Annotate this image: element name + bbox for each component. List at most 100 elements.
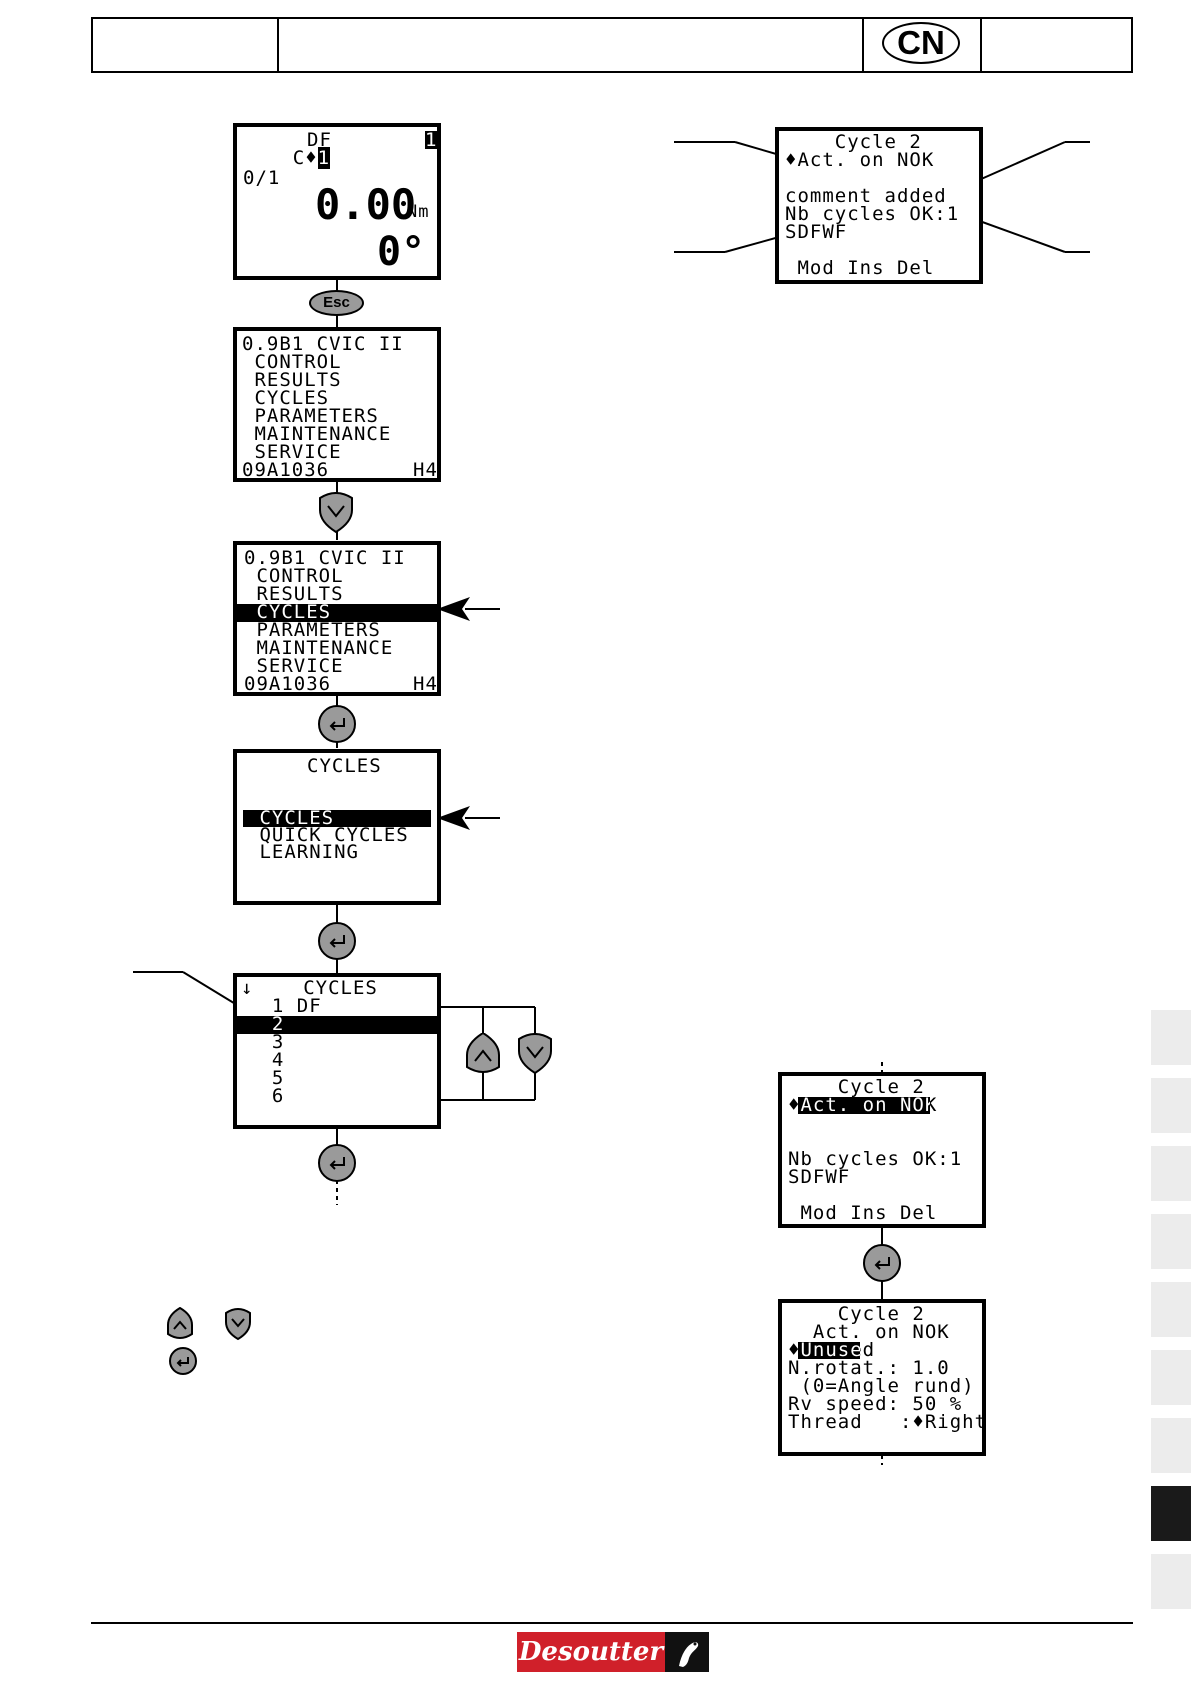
header-divider — [980, 19, 982, 71]
side-tab[interactable] — [1151, 1350, 1191, 1405]
menu-line: CYCLES — [242, 387, 330, 409]
cycles-menu-title: CYCLES — [307, 755, 382, 777]
status-screen: C♦1 DF 1 0/1 0.00 Nm 0° — [233, 123, 441, 280]
status-cycle-num: 1 — [317, 147, 331, 169]
cycles-menu-item-selected[interactable]: CYCLES — [247, 807, 335, 829]
chevron-up-icon — [173, 1320, 187, 1330]
side-tab[interactable] — [1151, 1418, 1191, 1473]
up-button — [167, 1307, 193, 1339]
side-tab[interactable] — [1151, 1010, 1191, 1065]
cycles-list-item[interactable]: 5 — [247, 1067, 285, 1089]
footer-rule — [91, 1622, 1133, 1624]
torque-value: 0.00 — [315, 180, 417, 229]
menu-line-selected[interactable]: CYCLES — [244, 601, 332, 623]
detail-line: SDFWF — [785, 221, 848, 243]
enter-icon — [329, 1157, 345, 1170]
side-tab-active[interactable] — [1151, 1486, 1191, 1541]
side-tab[interactable] — [1151, 1146, 1191, 1201]
menu-footer-left: 09A1036 — [242, 459, 330, 481]
enter-icon — [329, 718, 345, 731]
cycle-detail-mid-screen: Cycle 2 ♦Act. on NOK Nb cycles OK:1 SDFW… — [778, 1072, 986, 1228]
menu-line: MAINTENANCE — [244, 637, 394, 659]
status-mode: DF — [307, 129, 332, 151]
edit-line: Cycle 2 — [788, 1303, 925, 1325]
enter-icon — [176, 1357, 189, 1367]
edit-line-selected[interactable]: ♦Unused — [788, 1339, 876, 1361]
detail-line: Cycle 2 — [785, 131, 922, 153]
cycles-list-item[interactable]: 6 — [247, 1085, 285, 1107]
selection-bar — [237, 1016, 437, 1034]
torque-unit: Nm — [407, 202, 430, 222]
main-menu-selected-screen: 0.9B1 CVIC II CONTROL RESULTS CYCLES PAR… — [233, 541, 441, 696]
down-button[interactable] — [318, 492, 354, 534]
language-badge: CN — [882, 22, 960, 64]
detail-line: Mod Ins Del — [788, 1202, 938, 1224]
edit-line: (0=Angle rund) — [788, 1375, 975, 1397]
enter-icon — [329, 935, 345, 948]
down-button[interactable] — [517, 1033, 553, 1075]
chevron-down-icon — [526, 1046, 544, 1059]
down-button — [225, 1308, 251, 1341]
menu-line: RESULTS — [242, 369, 342, 391]
menu-line: RESULTS — [244, 583, 344, 605]
cycles-list-item[interactable]: 3 — [247, 1031, 285, 1053]
detail-line: comment added — [785, 185, 947, 207]
side-tab[interactable] — [1151, 1214, 1191, 1269]
cycles-list-item-selected[interactable]: 2 — [247, 1013, 285, 1035]
enter-button[interactable] — [317, 1143, 357, 1183]
status-counter: 0/1 — [243, 167, 281, 189]
detail-line: SDFWF — [788, 1166, 851, 1188]
angle-value: 0° — [377, 229, 426, 275]
selection-bar — [798, 1342, 860, 1359]
side-tab[interactable] — [1151, 1078, 1191, 1133]
up-button[interactable] — [465, 1033, 501, 1075]
cycle-detail-edit-screen: Cycle 2 Act. on NOK ♦Unused N.rotat.: 1.… — [778, 1299, 986, 1456]
menu-line: SERVICE — [244, 655, 344, 677]
status-prefix: C — [292, 147, 306, 169]
main-menu-screen: 0.9B1 CVIC II CONTROL RESULTS CYCLES PAR… — [233, 327, 441, 482]
enter-button[interactable] — [862, 1243, 902, 1283]
status-right-num: 1 — [425, 129, 438, 151]
selection-bar — [237, 604, 437, 622]
edit-line: Thread :♦Right — [788, 1411, 986, 1433]
detail-line: ♦Act. on NOK — [785, 149, 935, 171]
cycles-menu-item[interactable]: QUICK CYCLES — [247, 824, 409, 846]
chevron-up-icon — [474, 1049, 492, 1062]
detail-line-selected[interactable]: ♦Act. on NOK — [788, 1094, 938, 1116]
cycles-list-item[interactable]: 4 — [247, 1049, 285, 1071]
side-tab[interactable] — [1151, 1282, 1191, 1337]
enter-button[interactable] — [317, 704, 357, 744]
menu-line: CONTROL — [244, 565, 344, 587]
detail-line: Nb cycles OK:1 — [785, 203, 960, 225]
menu-footer-right: H4 — [413, 673, 438, 695]
edit-line: Act. on NOK — [788, 1321, 950, 1343]
header-divider — [277, 19, 279, 71]
menu-footer-left: 09A1036 — [244, 673, 332, 695]
menu-line: CONTROL — [242, 351, 342, 373]
cycle-detail-top-screen: Cycle 2 ♦Act. on NOK comment added Nb cy… — [775, 127, 983, 284]
chevron-down-icon — [231, 1318, 245, 1328]
side-tab[interactable] — [1151, 1554, 1191, 1609]
cycles-list-item[interactable]: 1 DF — [247, 995, 322, 1017]
edit-line: N.rotat.: 1.0 — [788, 1357, 950, 1379]
menu-line: 0.9B1 CVIC II — [244, 547, 406, 569]
status-arrow: ♦ — [305, 147, 318, 169]
detail-line: Mod Ins Del — [785, 257, 935, 279]
header-divider — [862, 19, 864, 71]
brand-logo: Desoutter — [517, 1632, 665, 1672]
detail-line: Nb cycles OK:1 — [788, 1148, 963, 1170]
chevron-down-icon — [327, 505, 345, 518]
header-table — [91, 17, 1133, 73]
menu-line: 0.9B1 CVIC II — [242, 333, 404, 355]
edit-line: Rv speed: 50 % — [788, 1393, 963, 1415]
selection-bar — [243, 810, 431, 827]
enter-button[interactable] — [317, 921, 357, 961]
menu-line: MAINTENANCE — [242, 423, 392, 445]
menu-line: SERVICE — [242, 441, 342, 463]
esc-button[interactable]: Esc — [309, 290, 364, 316]
enter-button — [169, 1347, 197, 1375]
menu-line: PARAMETERS — [244, 619, 381, 641]
menu-footer-right: H4 — [413, 459, 438, 481]
cycles-menu-item[interactable]: LEARNING — [247, 841, 359, 863]
